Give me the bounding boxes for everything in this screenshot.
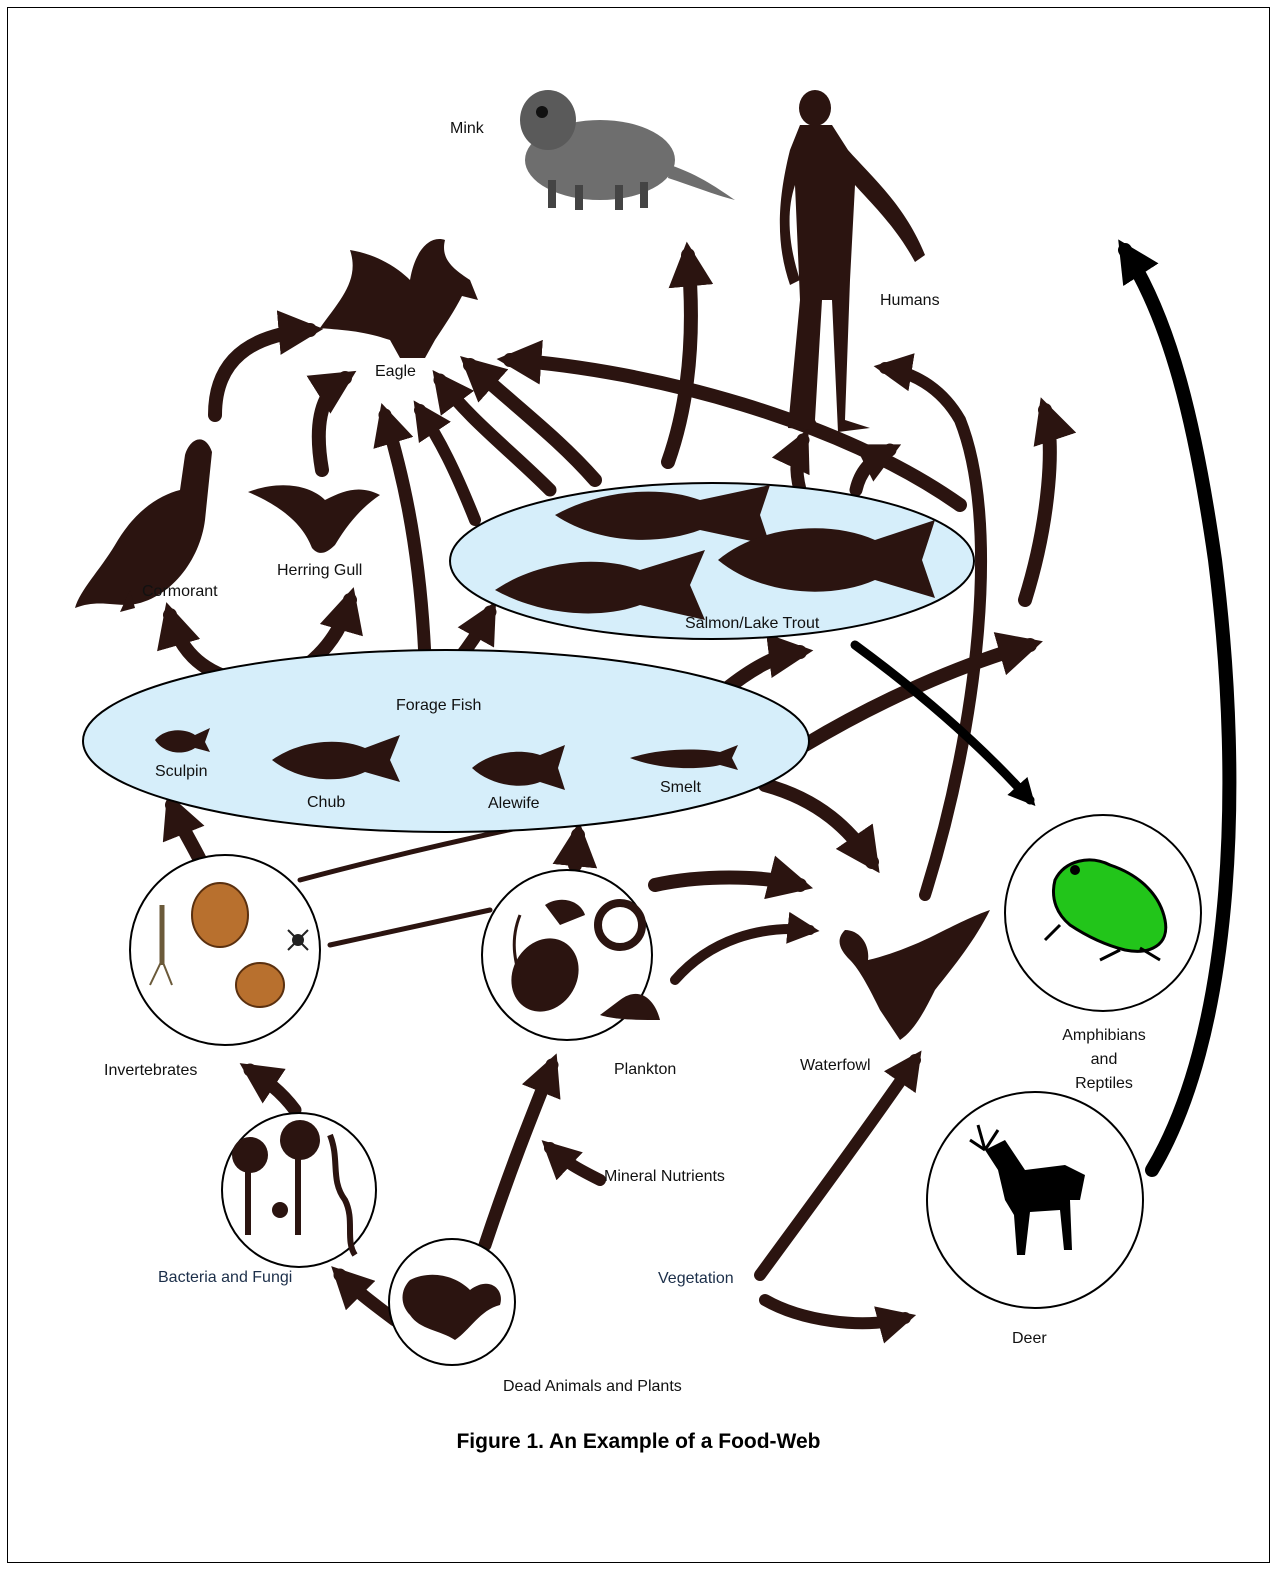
arrow-plankton-to-waterfowl-2 xyxy=(675,929,810,980)
label-plankton: Plankton xyxy=(614,1061,676,1078)
arrow-plankton-to-forage xyxy=(575,835,578,865)
herring-gull-silhouette xyxy=(248,485,380,553)
arrow-forage-to-salmon-2 xyxy=(725,652,800,690)
label-bacteria-fungi: Bacteria and Fungi xyxy=(158,1269,292,1286)
arrow-dead-to-plankton xyxy=(485,1065,552,1245)
label-waterfowl: Waterfowl xyxy=(800,1057,871,1074)
label-smelt: Smelt xyxy=(660,779,701,796)
arrow-salmon-to-mink xyxy=(668,255,691,462)
arrow-dead-to-bacteria xyxy=(340,1275,395,1320)
arrow-invert-to-plankton-line xyxy=(330,910,490,945)
arrow-salmon-to-humans-1 xyxy=(797,440,803,490)
arrow-mineral-to-plankton xyxy=(550,1148,600,1180)
label-salmon-lake-trout: Salmon/Lake Trout xyxy=(685,615,820,632)
figure-caption: Figure 1. An Example of a Food-Web xyxy=(0,1430,1277,1454)
label-forage-fish: Forage Fish xyxy=(396,697,481,714)
arrow-invert-to-forage xyxy=(172,805,200,860)
label-deer: Deer xyxy=(1012,1330,1047,1347)
eagle-silhouette xyxy=(320,239,478,358)
mink-illustration xyxy=(520,90,735,210)
label-eagle: Eagle xyxy=(375,363,416,380)
arrow-forage-to-eagle xyxy=(385,415,425,660)
label-mink: Mink xyxy=(450,120,485,137)
arrow-cormorant-to-eagle xyxy=(215,330,310,415)
label-humans: Humans xyxy=(880,292,940,309)
label-mineral-nutrients: Mineral Nutrients xyxy=(604,1168,725,1185)
label-amphibians-line2: and xyxy=(1091,1051,1118,1068)
label-alewife: Alewife xyxy=(488,795,540,812)
label-invertebrates: Invertebrates xyxy=(104,1062,197,1079)
arrow-waterfowl-to-humans xyxy=(885,368,981,895)
arrow-salmon-to-eagle-1 xyxy=(420,410,475,520)
label-sculpin: Sculpin xyxy=(155,763,207,780)
arrow-bacteria-to-invert xyxy=(250,1070,295,1110)
label-herring-gull: Herring Gull xyxy=(277,562,362,579)
label-vegetation: Vegetation xyxy=(658,1270,734,1287)
arrow-vegetation-to-deer xyxy=(765,1300,905,1323)
arrow-salmon-to-eagle-3 xyxy=(470,365,595,480)
arrow-plankton-to-waterfowl xyxy=(655,878,800,886)
label-amphibians-line3: Reptiles xyxy=(1075,1075,1133,1092)
label-dead-animals-plants: Dead Animals and Plants xyxy=(503,1378,682,1395)
arrow-forage-to-topright xyxy=(1025,410,1050,600)
arrow-vegetation-to-waterfowl xyxy=(760,1060,915,1275)
arrow-gull-to-eagle xyxy=(319,378,345,470)
human-silhouette xyxy=(780,90,925,432)
label-cormorant: Cormorant xyxy=(142,583,218,600)
label-amphibians-line1: Amphibians xyxy=(1062,1027,1146,1044)
label-chub: Chub xyxy=(307,794,345,811)
arrow-forage-to-waterfowl xyxy=(765,785,872,862)
waterfowl-silhouette xyxy=(840,910,990,1040)
